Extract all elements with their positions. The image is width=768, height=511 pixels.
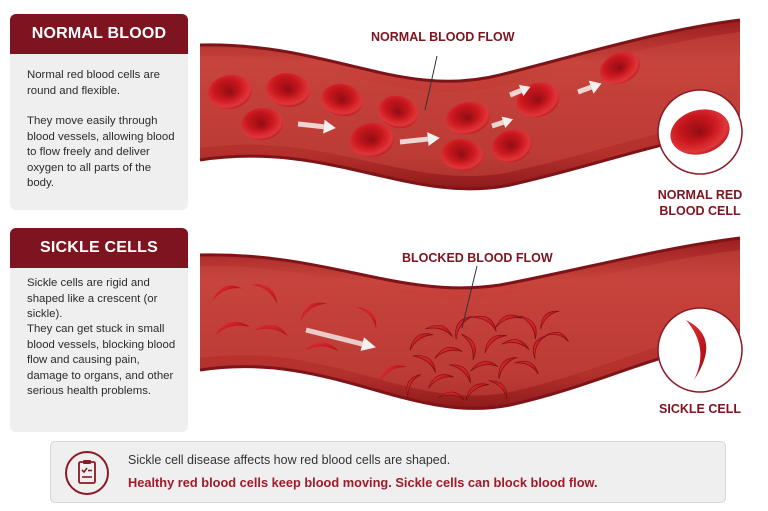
normal-flow-label: NORMAL BLOOD FLOW: [371, 30, 515, 44]
sickle-cell: [488, 380, 508, 400]
sickle-cell: [484, 334, 507, 354]
normal-blood-title: NORMAL BLOOD: [10, 14, 188, 54]
sickle-cell: [300, 302, 327, 322]
footer-highlight-text: Healthy red blood cells keep blood movin…: [128, 475, 598, 490]
sickle-cell: [251, 284, 277, 304]
sickle-cell: [498, 357, 518, 379]
sickle-cells-group: [212, 284, 408, 383]
illustration-scene: [199, 18, 743, 410]
sickle-cell-inset: [657, 307, 743, 393]
sickle-cell-large: [686, 320, 707, 380]
sickle-cells-text-2: They can get stuck in small blood vessel…: [27, 323, 176, 397]
sickle-cell: [455, 316, 473, 340]
sickle-cell: [495, 314, 523, 328]
sickle-cell: [434, 346, 463, 359]
normal-cell: [350, 122, 394, 158]
sickle-cells-text-1: Sickle cells are rigid and shaped like a…: [27, 277, 158, 320]
sickle-cell: [472, 315, 497, 332]
normal-cell: [241, 107, 283, 141]
sickle-cell: [355, 307, 377, 329]
sickle-cell: [532, 335, 547, 360]
sickle-cell: [519, 315, 537, 340]
sickle-cells-panel: SICKLE CELLS Sickle cells are rigid and …: [10, 228, 188, 432]
normal-cell: [446, 101, 490, 135]
sickle-cell-label: SICKLE CELL: [659, 402, 741, 416]
sickle-cell: [449, 364, 471, 384]
sickle-cell: [409, 333, 434, 351]
sickle-cell: [465, 383, 490, 401]
normal-cell-label-line1: NORMAL RED: [657, 188, 743, 202]
normal-cell-label-line2: BLOOD CELL: [659, 204, 741, 218]
sickle-cell: [425, 324, 453, 337]
flow-arrow-icon: [491, 116, 513, 129]
normal-blood-text-2: They move easily through blood vessels, …: [27, 115, 175, 189]
normal-blood-panel: NORMAL BLOOD Normal red blood cells are …: [10, 14, 188, 210]
normal-cell: [266, 72, 310, 108]
normal-cell: [516, 82, 560, 118]
sickle-cell: [545, 332, 569, 343]
blocked-flow-label: BLOCKED BLOOD FLOW: [402, 251, 553, 265]
normal-blood-text-1: Normal red blood cells are round and fle…: [27, 69, 160, 97]
sickle-cell: [461, 333, 476, 360]
normal-flow-arrows: [297, 80, 602, 147]
normal-flow-pointer: [424, 55, 438, 111]
sickle-cell: [470, 361, 499, 372]
normal-cell: [321, 83, 363, 117]
flow-arrow-icon: [577, 80, 602, 95]
flow-arrow-icon: [297, 119, 336, 134]
sickle-cell: [254, 324, 288, 337]
sickle-cells-title: SICKLE CELLS: [10, 228, 188, 268]
normal-cell: [441, 138, 483, 172]
sickle-cell: [412, 355, 436, 373]
sickle-cell: [438, 391, 465, 401]
sickle-cell: [540, 310, 560, 330]
normal-cells-group: [208, 51, 641, 172]
sickle-cell: [379, 365, 408, 383]
sickle-cell: [304, 342, 339, 352]
sickle-cell: [427, 374, 454, 389]
clipboard-check-icon: [65, 451, 109, 495]
sickle-cell: [212, 285, 242, 302]
sickle-cell: [406, 374, 422, 398]
flow-arrow-icon: [305, 327, 376, 351]
footer-summary-text: Sickle cell disease affects how red bloo…: [128, 453, 451, 467]
sickle-cell: [501, 339, 530, 350]
normal-cell: [599, 51, 641, 85]
blocked-flow-pointer: [461, 265, 478, 329]
sickle-cell: [214, 321, 251, 336]
flow-arrow-icon: [509, 84, 531, 98]
blocked-flow-arrow: [305, 327, 376, 351]
normal-cell: [492, 129, 532, 163]
summary-footer: Sickle cell disease affects how red bloo…: [50, 441, 726, 503]
normal-cell-inset: [657, 89, 743, 175]
flow-arrow-icon: [399, 132, 440, 147]
normal-cell-label: NORMAL RED BLOOD CELL: [650, 187, 750, 219]
normal-cell: [208, 74, 252, 110]
sickle-cell-cluster: [406, 310, 569, 401]
sickle-cell: [514, 360, 539, 375]
normal-cell: [378, 95, 418, 129]
